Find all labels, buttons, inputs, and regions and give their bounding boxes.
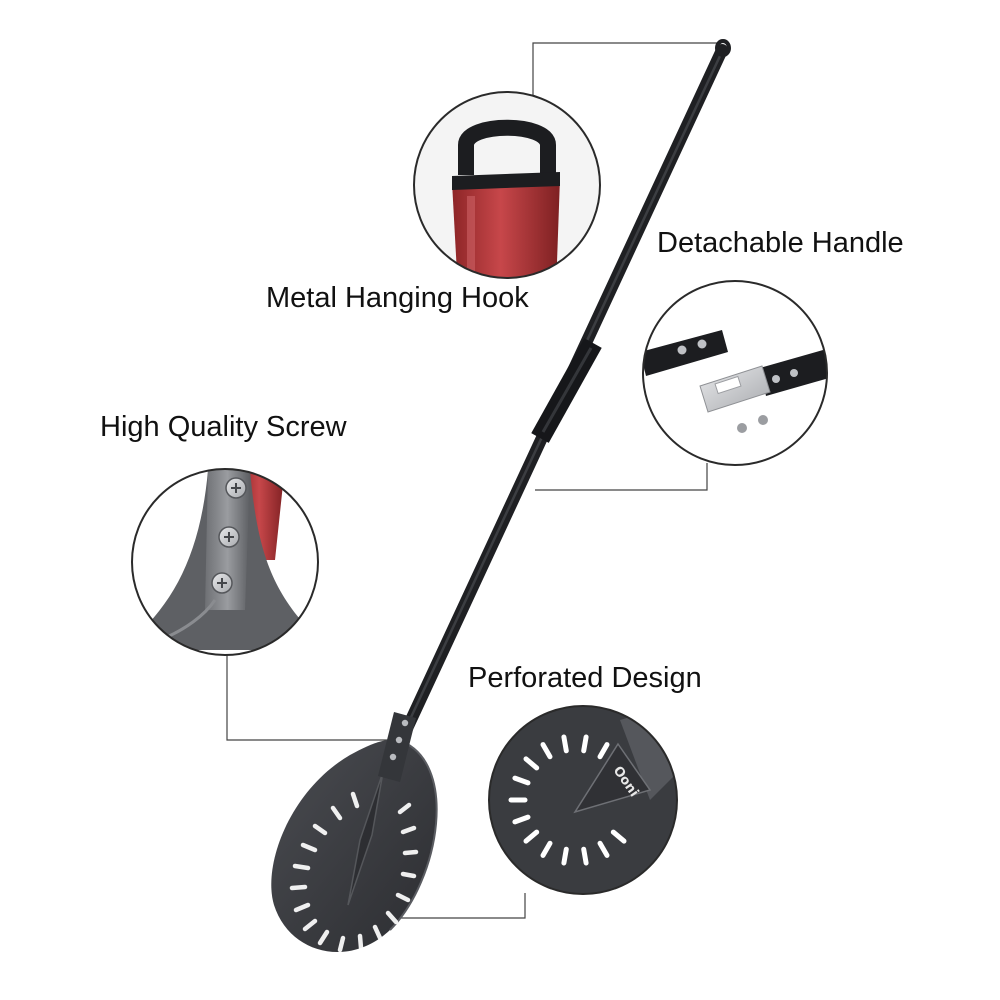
perforation-slot (512, 775, 531, 786)
callout-label-handle: Detachable Handle (657, 227, 904, 259)
perforation-slot (540, 840, 553, 858)
leader-line-screw (226, 655, 388, 741)
perforation-slot (581, 846, 589, 866)
perforation-slot (523, 829, 540, 844)
perforation-slot (540, 742, 553, 760)
perforation-slot (561, 734, 569, 754)
callout-label-hook: Metal Hanging Hook (266, 282, 529, 314)
perforation-slot (597, 840, 610, 858)
leader-lines (226, 42, 720, 919)
pizza-peel (271, 39, 731, 953)
perforation-slot (610, 829, 627, 844)
hanging-loop (715, 39, 731, 57)
detail-circle-hook (413, 91, 601, 279)
perforation-slot (512, 814, 531, 825)
screw-heads (211, 477, 247, 594)
callout-label-screw: High Quality Screw (100, 411, 347, 443)
neck-bracket (378, 712, 416, 782)
perforation-slot (597, 742, 610, 760)
perforation-slot (561, 846, 569, 866)
detail-circle-screw (131, 468, 319, 656)
leader-line-perf (400, 893, 526, 919)
brand-plate (573, 742, 652, 814)
detail-circle-handle (642, 280, 828, 466)
perforation-slot (581, 734, 589, 754)
perforation-slot (523, 756, 540, 771)
paddle-perforations (289, 791, 419, 953)
paddle-blade (271, 739, 437, 953)
detail-circle-perforated (488, 705, 678, 895)
perforation-slots (508, 734, 627, 866)
embossed-plate (347, 771, 384, 906)
callout-label-perforated: Perforated Design (468, 662, 702, 694)
leader-line-handle (535, 463, 708, 491)
leader-line-hook (532, 42, 720, 95)
